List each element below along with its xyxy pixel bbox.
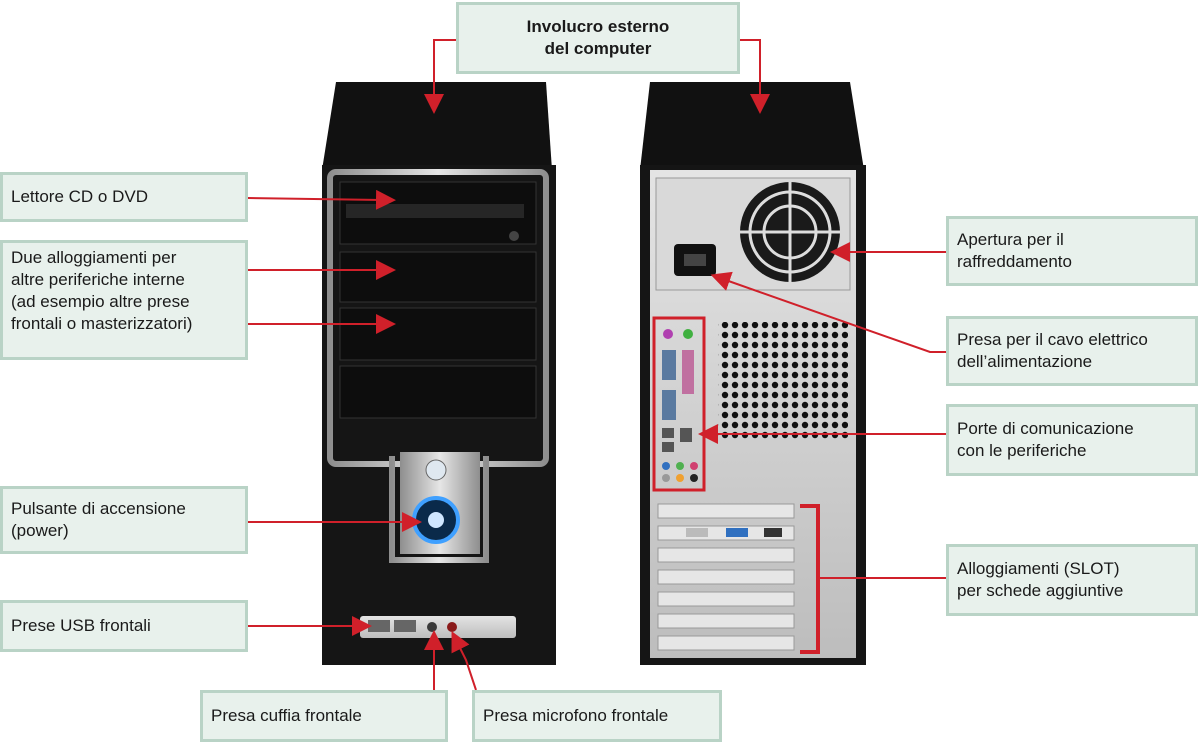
label-drive-bays: Due alloggiamenti per altre periferiche … [0,240,248,360]
drive-bay-2 [339,307,537,361]
label-cd-dvd: Lettore CD o DVD [0,172,248,222]
front-io-panel [360,616,516,638]
label-headphone-jack: Presa cuffia frontale [200,690,448,742]
drive-bay-1 [339,251,537,303]
power-supply [655,177,851,291]
drive-bay-3 [339,365,537,419]
power-button-graphic [412,496,460,544]
label-usb-front: Prese USB frontali [0,600,248,652]
label-io-ports: Porte di comunicazione con le periferich… [946,404,1198,476]
label-expansion-slots: Alloggiamenti (SLOT) per schede aggiunti… [946,544,1198,616]
back-case [640,82,866,665]
io-ports [652,316,706,492]
label-case: Involucro esterno del computer [456,2,740,74]
label-power-cable-socket: Presa per il cavo elettrico dell’aliment… [946,316,1198,386]
callout-lines [247,39,946,691]
expansion-slots [657,503,820,654]
label-cooling-vent: Apertura per il raffreddamento [946,216,1198,286]
label-microphone-jack: Presa microfono frontale [472,690,722,742]
cd-dvd-drive [339,181,537,245]
front-case [322,82,556,665]
label-power-button: Pulsante di accensione (power) [0,486,248,554]
